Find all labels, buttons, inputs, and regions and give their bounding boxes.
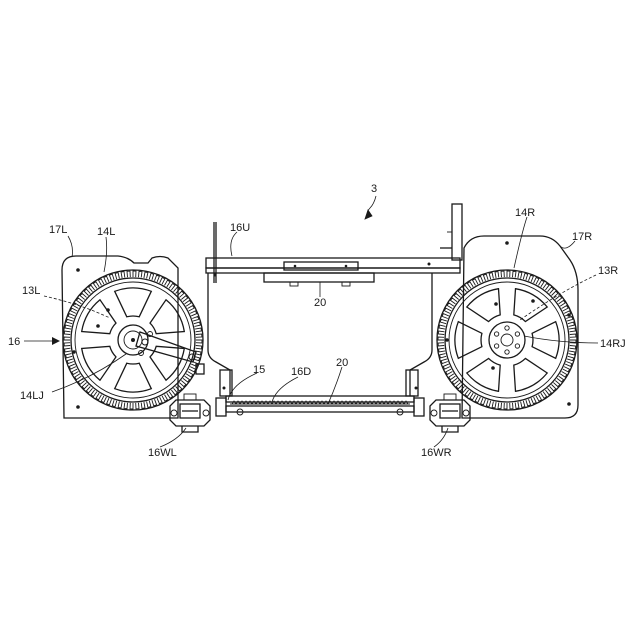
hub-bolt: [505, 326, 509, 330]
right-wheel-teeth: [438, 271, 576, 409]
label-blade: 15: [253, 364, 265, 376]
right-wheel-support: [430, 394, 470, 432]
label-cover-left: 17L: [49, 224, 67, 236]
label-saw: 3: [371, 183, 377, 195]
label-cover-right: 17R: [572, 231, 592, 243]
lower-frame: [216, 387, 424, 417]
label-wheel-support-right: 16WR: [421, 447, 452, 459]
left-wheel: [63, 270, 204, 410]
right-hub-bolts: [494, 326, 519, 354]
label-joint-right: 14RJ: [600, 338, 626, 350]
spoke-window: [455, 322, 482, 359]
label-axis-left: 13L: [22, 285, 40, 297]
label-guide-lower: 20: [336, 357, 348, 369]
label-joint-left: 14LJ: [20, 390, 44, 402]
label-wheel-right: 14R: [515, 207, 535, 219]
label-upper-frame: 16U: [230, 222, 250, 234]
hub-bolt: [515, 344, 519, 348]
gear-tooth-ring: [438, 271, 576, 409]
spoke-window: [532, 322, 559, 359]
hub-bolt: [505, 350, 509, 354]
hub-bolt: [494, 344, 498, 348]
label-frame: 16: [8, 336, 20, 348]
spoke-window: [115, 288, 152, 317]
hub-bolt: [515, 332, 519, 336]
spoke-window: [115, 363, 152, 392]
label-lower-frame: 16D: [291, 366, 311, 378]
label-wheel-left: 14L: [97, 226, 115, 238]
right-wheel: [437, 270, 577, 410]
label-guide-upper: 20: [314, 297, 326, 309]
label-axis-right: 13R: [598, 265, 618, 277]
left-wheel-support: [170, 394, 210, 432]
hub-bolt: [494, 332, 498, 336]
upper-frame: [206, 204, 462, 286]
label-wheel-support-left: 16WL: [148, 447, 177, 459]
